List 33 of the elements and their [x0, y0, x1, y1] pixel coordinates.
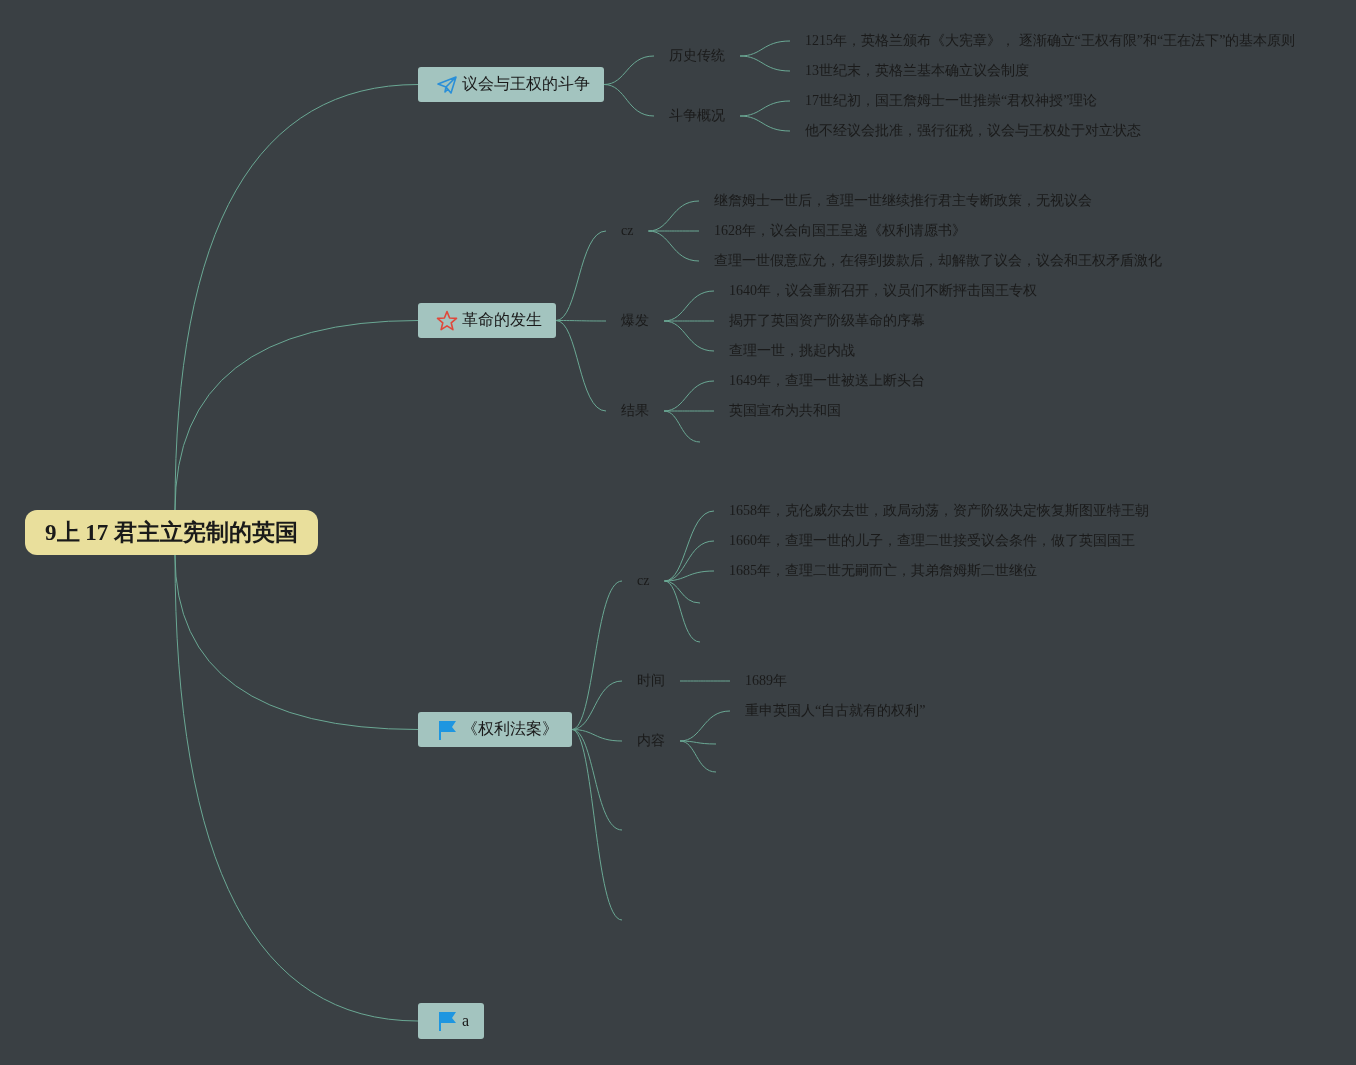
topic-label: 革命的发生	[462, 310, 542, 330]
branch-line	[663, 320, 715, 352]
branch-line	[647, 230, 700, 262]
branch-line	[663, 570, 715, 582]
branch-line	[663, 320, 715, 322]
branch-line	[663, 410, 715, 412]
branch-line	[174, 554, 419, 1022]
central-topic-box	[25, 510, 318, 555]
branch-line	[603, 84, 655, 117]
branch-line	[739, 100, 791, 117]
branch-line	[679, 740, 717, 773]
branch-line	[679, 740, 717, 745]
topic-label: 9上 17 君主立宪制的英国	[45, 519, 298, 547]
topic-box	[418, 67, 604, 102]
branch-line	[739, 115, 791, 132]
topic-label: a	[462, 1012, 470, 1030]
branch-line	[555, 320, 607, 412]
topic-box	[418, 303, 556, 338]
branch-line	[663, 410, 701, 443]
branch-line	[571, 580, 623, 730]
topic-box	[418, 712, 572, 747]
branch-line	[739, 55, 791, 72]
topic-box	[418, 1003, 484, 1039]
topic-label: 议会与王权的斗争	[462, 74, 590, 94]
branch-line	[739, 40, 791, 57]
topic-label: 《权利法案》	[462, 719, 558, 739]
branch-line	[679, 680, 731, 682]
branch-line	[571, 729, 623, 921]
branch-line	[571, 729, 623, 831]
branch-line	[555, 230, 607, 321]
branch-line	[663, 580, 701, 643]
branch-line	[663, 580, 701, 604]
branch-line	[174, 320, 419, 511]
